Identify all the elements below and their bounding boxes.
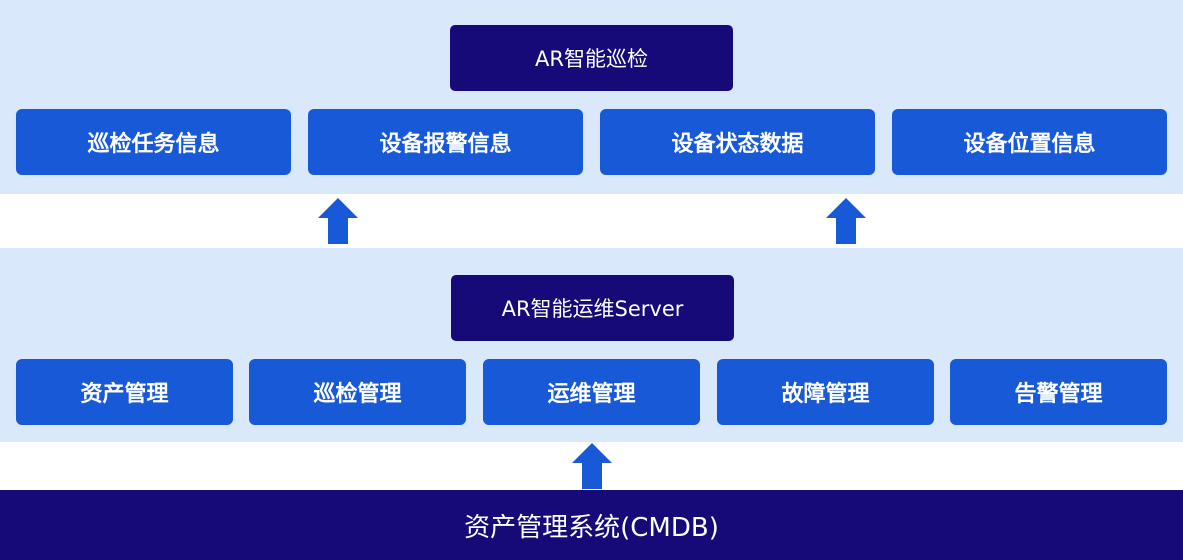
device-location-info-box: 设备位置信息 (892, 109, 1167, 175)
inspection-management-box: 巡检管理 (249, 359, 466, 425)
fault-management-box: 故障管理 (717, 359, 934, 425)
ar-ops-server-title: AR智能运维Server (451, 275, 734, 341)
cmdb-system-label: 资产管理系统(CMDB) (464, 512, 719, 543)
ar-inspection-title: AR智能巡检 (450, 25, 733, 91)
cmdb-system-bar: 资产管理系统(CMDB) (0, 490, 1183, 560)
ops-management-box: 运维管理 (483, 359, 700, 425)
device-alarm-info-box: 设备报警信息 (308, 109, 583, 175)
inspection-task-info-box: 巡检任务信息 (16, 109, 291, 175)
up-arrow-icon (572, 443, 612, 489)
up-arrow-icon (826, 198, 866, 244)
alarm-management-box: 告警管理 (950, 359, 1167, 425)
device-status-data-box: 设备状态数据 (600, 109, 875, 175)
up-arrow-icon (318, 198, 358, 244)
asset-management-box: 资产管理 (16, 359, 233, 425)
